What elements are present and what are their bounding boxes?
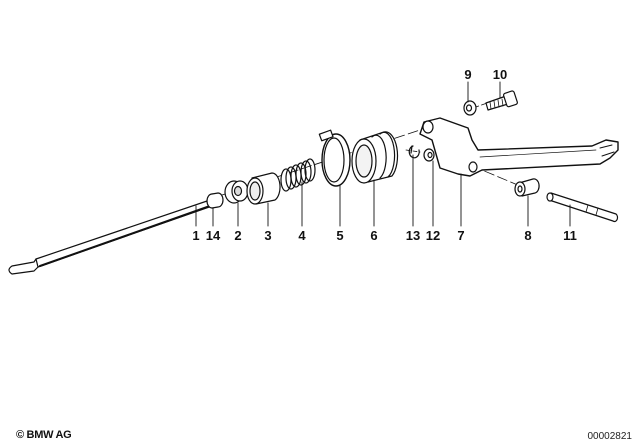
part-2-washer [224, 180, 249, 204]
part-1-shaft [8, 199, 213, 275]
part-8-sleeve [514, 178, 540, 197]
callout-7: 7 [457, 228, 465, 243]
callout-3: 3 [264, 228, 272, 243]
callout-9: 9 [464, 67, 472, 82]
part-7-lever-arm [419, 117, 619, 177]
part-12-washer [423, 148, 435, 162]
part-6-rubber-boot [351, 131, 399, 184]
callout-14: 14 [205, 228, 221, 243]
part-10-bolt [485, 90, 518, 111]
part-9-nut [463, 100, 477, 116]
callout-6: 6 [370, 228, 378, 243]
copyright-notice: © BMW AG [16, 429, 72, 441]
callout-13: 13 [405, 228, 421, 243]
document-number: 00002821 [587, 431, 633, 442]
part-14-seal-ring [206, 192, 224, 209]
callout-leader-lines [195, 81, 571, 227]
part-13-circlip [408, 145, 420, 159]
callout-5: 5 [336, 228, 344, 243]
callout-8: 8 [524, 228, 532, 243]
callout-2: 2 [234, 228, 242, 243]
callout-4: 4 [298, 228, 306, 243]
part-4-spring [280, 158, 316, 192]
part-3-bushing [246, 172, 281, 205]
callout-11: 11 [563, 228, 577, 243]
part-5-clamp [318, 129, 351, 187]
callout-1: 1 [192, 228, 200, 243]
callout-10: 10 [492, 67, 508, 82]
callout-12: 12 [425, 228, 441, 243]
part-11-pin [546, 192, 619, 223]
